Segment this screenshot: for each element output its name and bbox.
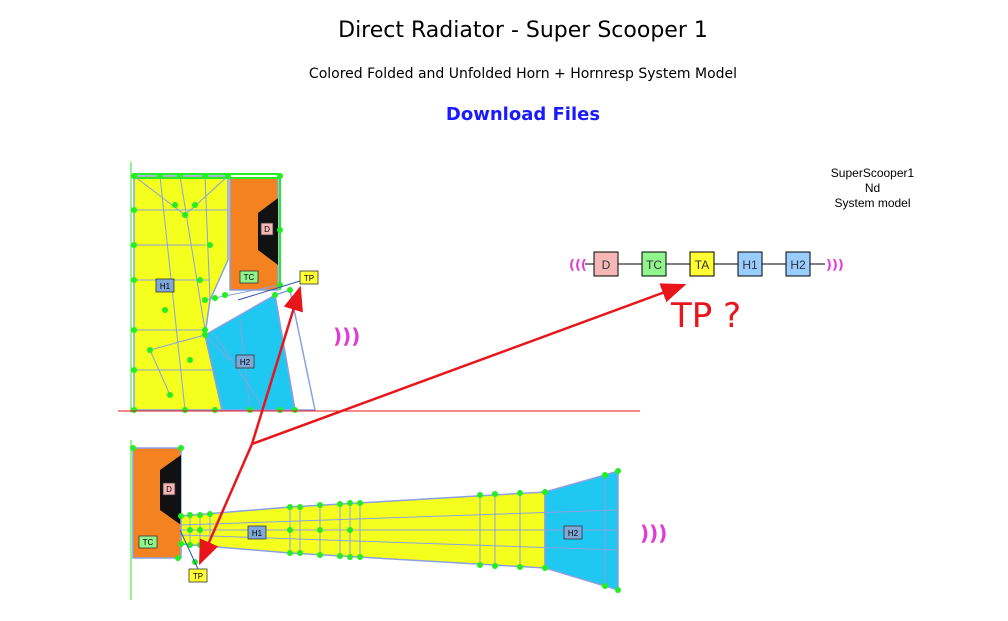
system-model-caption: SuperScooper1 Nd System model [805,166,940,211]
svg-text:H1: H1 [252,529,263,538]
svg-text:H2: H2 [568,529,579,538]
page-subtitle: Colored Folded and Unfolded Horn + Hornr… [308,66,738,82]
unfolded-label-d: D [162,482,176,496]
svg-text:TC: TC [244,273,255,282]
system-model-label: System model [834,196,911,210]
arrow-to-folded-tp [250,285,303,445]
folded-label-h1: H1 [155,278,175,293]
svg-text:H1: H1 [160,282,171,291]
unfolded-tp-pointer [179,529,199,570]
folded-tp-pointer [237,280,301,301]
unfolded-label-h2: H2 [563,525,583,540]
svg-text:D: D [166,485,172,494]
chain-element-label: H1 [742,258,758,272]
svg-text:TP: TP [193,572,203,581]
tp-annotation: TP ? [198,283,741,566]
svg-text:H2: H2 [240,358,251,367]
chain-element-tc: TC [641,251,667,277]
chain-element-h2: H2 [785,251,811,277]
chain-element-ta: TA [689,251,715,277]
chain-output-waves: ))) [826,258,844,273]
unfolded-label-tp: TP [188,568,208,583]
chain-input-waves: ((( [569,258,587,273]
arrow-to-chain [251,283,687,446]
chain-element-label: D [602,258,611,272]
chain-element-label: H2 [790,258,806,272]
unfolded-label-tc: TC [138,535,158,549]
unfolded-mesh-nodes [130,445,621,593]
folded-label-d: D [260,222,274,236]
folded-sound-waves: ))) [333,324,360,348]
svg-text:TP: TP [304,274,314,283]
arrow-to-unfolded-tp [198,443,254,566]
unfolded-label-h1: H1 [247,525,267,540]
chain-element-label: TA [695,258,709,272]
folded-horn1-region [133,175,229,411]
folded-label-tc: TC [239,270,259,284]
page-title: Direct Radiator - Super Scooper 1 [338,18,708,43]
system-driver: Nd [864,181,881,195]
folded-horn2-region [204,293,296,411]
folded-label-h2: H2 [235,354,255,369]
unfolded-sound-waves: ))) [640,521,667,545]
chain-element-h1: H1 [737,251,763,277]
chain-element-d: D [593,251,619,277]
chain-element-label: TC [646,258,662,272]
folded-label-tp: TP [299,270,319,285]
chain-elements: D TC TA H1 H2 [593,251,811,277]
unfolded-horn: D TC TP H1 H2 ))) [130,440,667,600]
system-name: SuperScooper1 [830,166,915,180]
system-chain: ((( D TC TA H1 H2 ))) [569,251,844,277]
svg-text:D: D [264,225,270,234]
tp-question-text: TP ? [670,296,741,336]
folded-horn: D TC TP H1 H2 ))) [118,162,640,413]
download-files-link[interactable]: Download Files [445,104,601,125]
svg-text:TC: TC [143,538,154,547]
